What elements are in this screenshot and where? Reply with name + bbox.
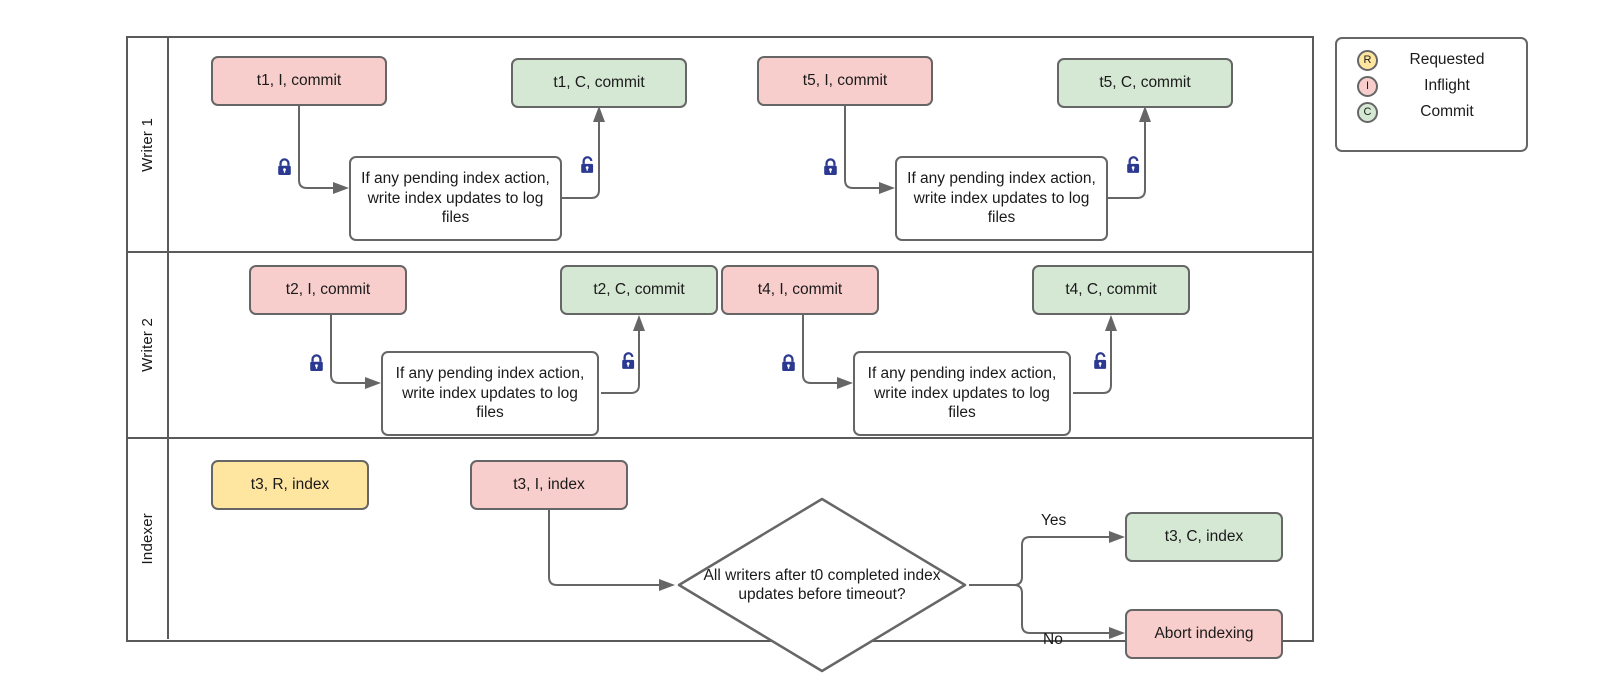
t4-inflight-commit[interactable]: t4, I, commit xyxy=(721,265,879,315)
t3-commit-index[interactable]: t3, C, index xyxy=(1125,512,1283,562)
legend-label-inflight: Inflight xyxy=(1424,77,1470,94)
inflight-badge-icon: I xyxy=(1357,75,1378,97)
lane-header-writer-1: Writer 1 xyxy=(128,38,169,251)
t5-inflight-commit[interactable]: t5, I, commit xyxy=(757,56,933,106)
t3-requested-index[interactable]: t3, R, index xyxy=(211,460,369,510)
legend-item-inflight: I Inflight xyxy=(1337,73,1526,99)
lane-header-indexer: Indexer xyxy=(128,439,169,639)
write-index-updates-process-1[interactable]: If any pending index action, write index… xyxy=(349,156,562,241)
write-index-updates-process-2[interactable]: If any pending index action, write index… xyxy=(895,156,1108,241)
branch-label-no: No xyxy=(1043,631,1063,648)
inflight-badge-letter: I xyxy=(1365,80,1370,92)
swimlane-writer-1: Writer 1 t1, I, commit t1, C, commit xyxy=(128,38,1312,251)
t4-commit-commit[interactable]: t4, C, commit xyxy=(1032,265,1190,315)
lane-label-indexer: Indexer xyxy=(139,513,156,565)
lock-closed-icon xyxy=(820,157,841,178)
commit-badge-letter: C xyxy=(1363,106,1372,118)
requested-badge-icon: R xyxy=(1357,49,1378,71)
legend-item-commit: C Commit xyxy=(1337,99,1526,125)
write-index-updates-process-3[interactable]: If any pending index action, write index… xyxy=(381,351,599,436)
t5-commit-commit[interactable]: t5, C, commit xyxy=(1057,58,1233,108)
lock-closed-icon xyxy=(274,157,295,178)
requested-badge-letter: R xyxy=(1363,54,1372,66)
lock-open-icon xyxy=(1123,155,1144,176)
swimlane-writer-2: Writer 2 t2, I, commit t2, C, commit t4,… xyxy=(128,251,1312,437)
lock-open-icon xyxy=(1090,351,1111,372)
lane-body-writer-2: t2, I, commit t2, C, commit t4, I, commi… xyxy=(169,253,1312,437)
lane-header-writer-2: Writer 2 xyxy=(128,253,169,437)
lane-body-writer-1: t1, I, commit t1, C, commit t5, I, commi… xyxy=(169,38,1312,251)
lock-closed-icon xyxy=(306,353,327,374)
write-index-updates-process-4[interactable]: If any pending index action, write index… xyxy=(853,351,1071,436)
lock-closed-icon xyxy=(778,353,799,374)
status-legend: R Requested I Inflight C Commit xyxy=(1335,37,1528,152)
lock-open-icon xyxy=(618,351,639,372)
legend-label-requested: Requested xyxy=(1409,51,1485,68)
commit-badge-icon: C xyxy=(1357,101,1378,123)
legend-label-commit: Commit xyxy=(1420,103,1474,120)
legend-item-requested: R Requested xyxy=(1337,47,1526,73)
swimlane-diagram: Writer 1 t1, I, commit t1, C, commit xyxy=(126,36,1314,673)
lane-label-writer-1: Writer 1 xyxy=(139,117,156,172)
branch-label-yes: Yes xyxy=(1041,512,1067,529)
t1-commit-commit[interactable]: t1, C, commit xyxy=(511,58,687,108)
timeout-decision[interactable]: All writers after t0 completed index upd… xyxy=(675,495,969,675)
t2-commit-commit[interactable]: t2, C, commit xyxy=(560,265,718,315)
t1-inflight-commit[interactable]: t1, I, commit xyxy=(211,56,387,106)
t2-inflight-commit[interactable]: t2, I, commit xyxy=(249,265,407,315)
t3-inflight-index[interactable]: t3, I, index xyxy=(470,460,628,510)
abort-indexing[interactable]: Abort indexing xyxy=(1125,609,1283,659)
decision-shape xyxy=(677,497,967,673)
lane-body-indexer: All writers after t0 completed index upd… xyxy=(169,439,1312,673)
lock-open-icon xyxy=(577,155,598,176)
lane-label-writer-2: Writer 2 xyxy=(139,318,156,372)
swimlane-indexer: Indexer All writers afte xyxy=(128,437,1312,673)
